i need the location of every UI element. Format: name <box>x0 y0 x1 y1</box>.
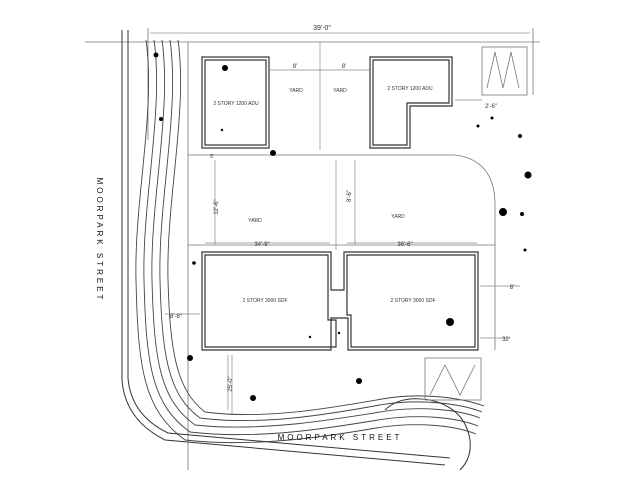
dimension-ticks <box>165 69 520 410</box>
tree-icon <box>222 65 228 71</box>
tree-icon <box>499 208 507 216</box>
dim-sdf-left-side: 8'-8" <box>170 314 182 320</box>
tree-icon <box>446 318 454 326</box>
parking-stalls <box>424 46 528 401</box>
sdf-right-inner <box>346 254 476 348</box>
dim-sdf-right-setback-2: 32' <box>502 337 510 343</box>
dim-adu-right-setback: 2'-6" <box>485 104 497 110</box>
curved-driveway-edge <box>454 154 496 350</box>
tree-icon <box>520 212 524 216</box>
sdf-combined-outline <box>201 251 479 351</box>
tree-icon <box>356 378 362 384</box>
adu-left-outline <box>201 56 270 149</box>
dim-front-setback: 25'-0" <box>228 376 234 391</box>
dim-adu-to-yard: 5' <box>210 154 214 160</box>
yard-label-top-left: YARD <box>289 88 303 94</box>
dim-yard-left-depth: 12'-6" <box>214 199 220 214</box>
tree-icon <box>523 248 527 252</box>
yard-label-top-mid: YARD <box>333 88 347 94</box>
street-label-west: MOORPARK STREET <box>95 178 104 303</box>
tree-icon <box>518 134 522 138</box>
adu-left-label: 2 STORY 1200 ADU <box>213 101 259 107</box>
adu-right-label: 2 STORY 1200 ADU <box>387 86 433 92</box>
sdf-left-inner <box>204 254 337 348</box>
dim-yard-right-depth: 8'-6" <box>347 190 353 202</box>
sdf-left-label: 2 STORY 3000 SDF <box>242 298 287 304</box>
adu-right-inner <box>372 59 450 146</box>
street-label-south: MOORPARK STREET <box>278 433 403 442</box>
parking-stall-bottom <box>424 357 482 401</box>
dim-between-adu-2: 8' <box>342 64 346 70</box>
tree-icon <box>490 116 494 120</box>
tree-icon <box>308 335 312 339</box>
tree-icon <box>192 261 196 265</box>
tree-icon <box>250 395 256 401</box>
top-dimension-label: 39'-0" <box>313 25 331 32</box>
street-curbs <box>121 30 471 471</box>
tree-icon <box>524 171 532 179</box>
adu-left-inner <box>204 59 267 146</box>
west-curb <box>121 30 446 466</box>
contour-lines <box>135 39 485 444</box>
tree-icon <box>159 117 163 121</box>
tree-icon <box>337 331 341 335</box>
tree-icon <box>476 124 480 128</box>
dim-sdf-right-setback: 8' <box>510 285 514 291</box>
adu-right-outline <box>369 56 453 149</box>
yard-label-mid-left: YARD <box>248 218 262 224</box>
east-curb-bulb <box>384 398 471 471</box>
tree-icon <box>153 52 159 58</box>
dim-sdf-right-width: 36'-6" <box>397 242 412 248</box>
dim-between-adu-1: 8' <box>293 64 297 70</box>
tree-icon <box>220 128 224 132</box>
adu-buildings <box>201 56 453 149</box>
tree-icon <box>187 355 193 361</box>
sdf-right-label: 2 STORY 3000 SDF <box>390 298 435 304</box>
tree-icon <box>270 150 276 156</box>
tree-markers <box>153 52 532 401</box>
lot-lines <box>85 28 540 470</box>
dim-sdf-left-width: 34'-9" <box>254 242 269 248</box>
sdf-buildings <box>201 251 479 351</box>
yard-label-mid-right: YARD <box>391 214 405 220</box>
west-curb-inner <box>127 30 451 459</box>
parking-stall-top <box>481 46 528 96</box>
